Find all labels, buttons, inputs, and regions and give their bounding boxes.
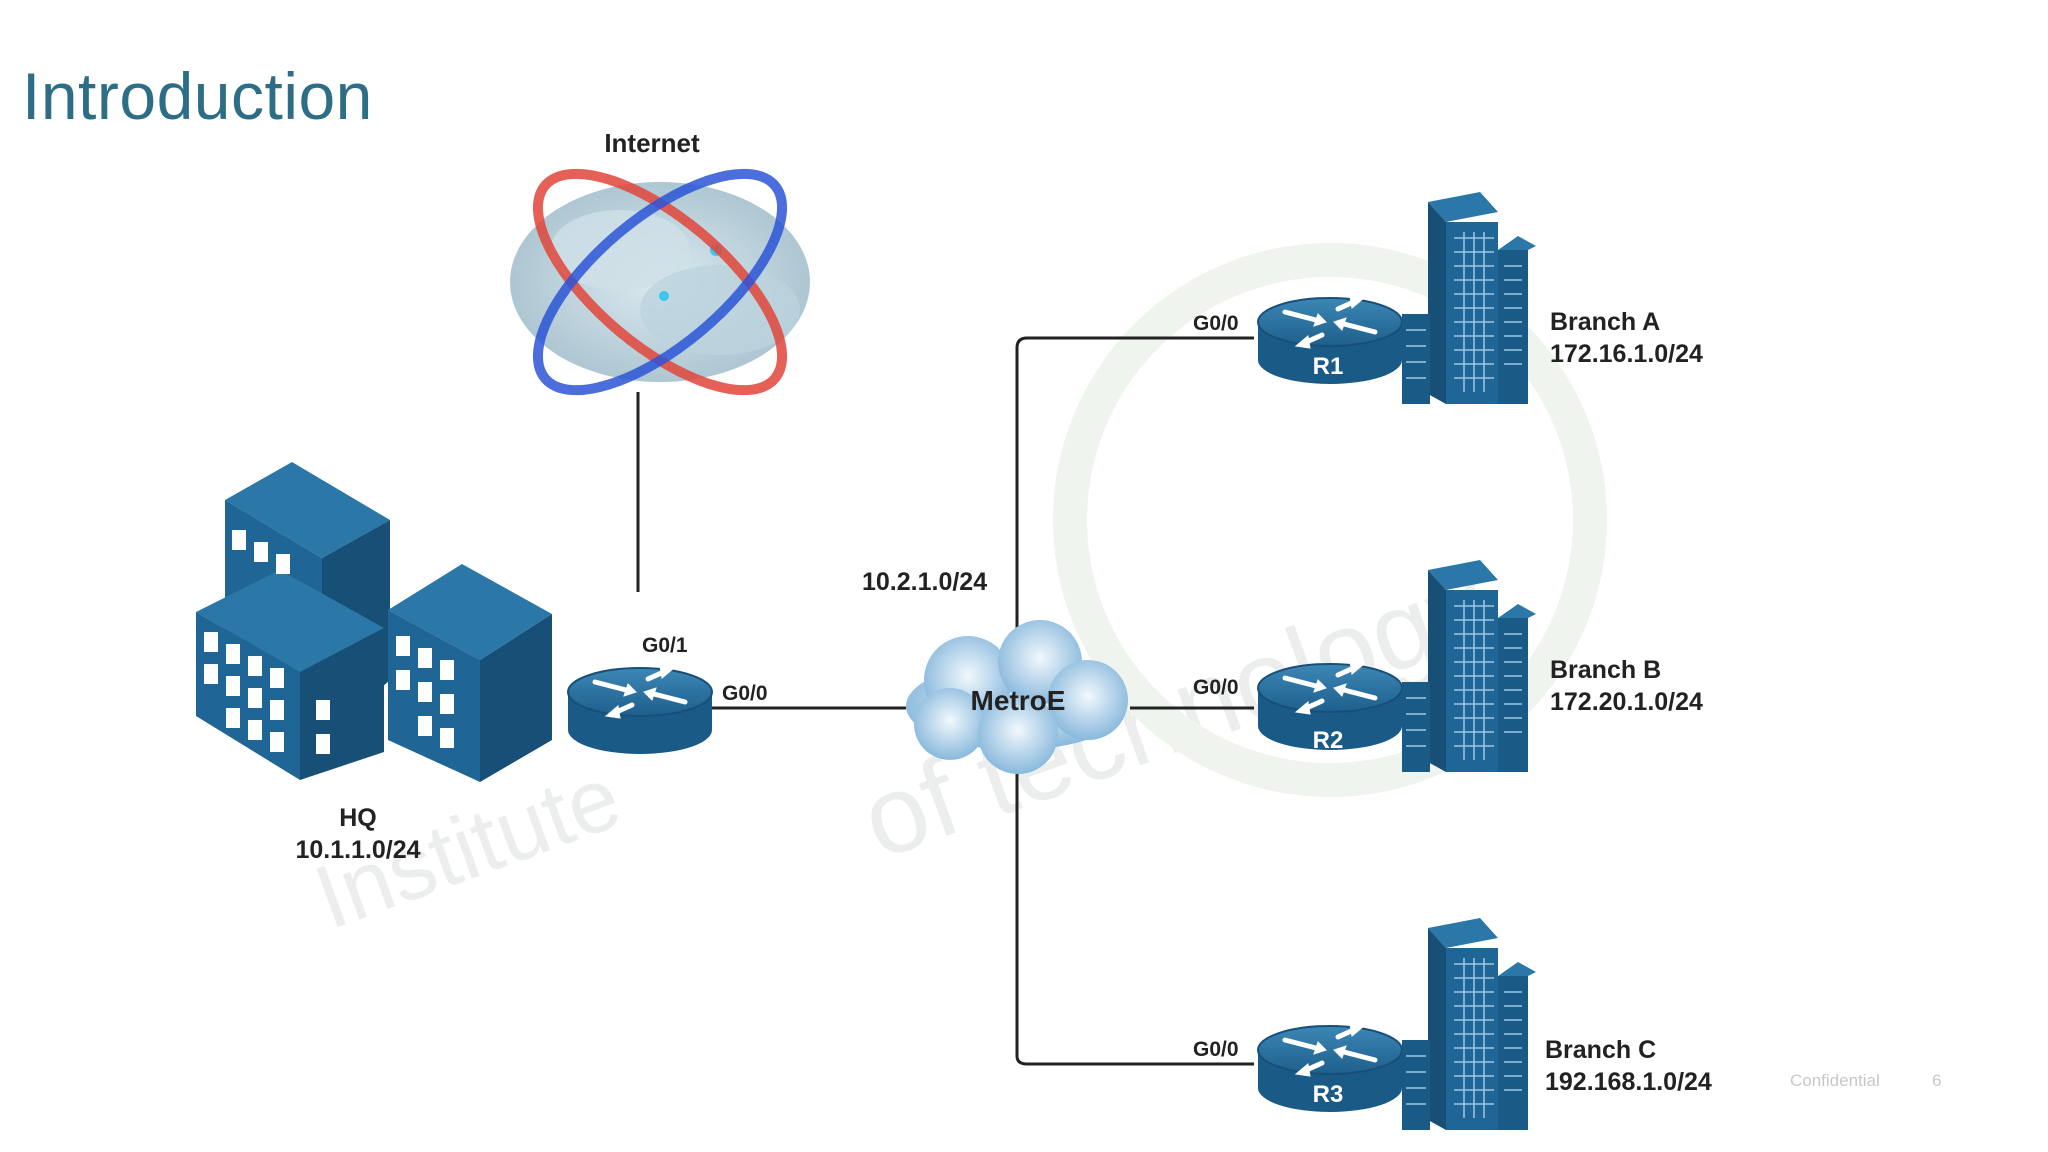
branch-a-building-icon <box>1401 191 1537 405</box>
hq-router-icon <box>568 666 712 754</box>
metro-cloud-icon <box>906 620 1128 774</box>
link-metro-r3 <box>1015 774 1254 1066</box>
hq-interface-g01: G0/1 <box>642 634 688 657</box>
branch-c: G0/0 R3 Branch C 192.168.1.0/24 <box>1193 917 1712 1131</box>
hq-subnet: 10.1.1.0/24 <box>295 836 420 864</box>
branch-a-subnet: 172.16.1.0/24 <box>1550 340 1703 368</box>
connection-lines <box>636 336 1254 1066</box>
r2-interface: G0/0 <box>1193 676 1239 699</box>
branch-b-name: Branch B <box>1550 656 1661 684</box>
branch-a: G0/0 R1 Branch A 172.16.1.0/24 <box>1193 191 1703 405</box>
internet-label: Internet <box>604 128 700 158</box>
branch-c-building-icon <box>1401 917 1537 1131</box>
branch-a-name: Branch A <box>1550 308 1660 336</box>
branch-c-name: Branch C <box>1545 1036 1656 1064</box>
branch-c-subnet: 192.168.1.0/24 <box>1545 1068 1712 1096</box>
footer-page-number: 6 <box>1932 1071 1941 1090</box>
slide-title: Introduction <box>22 59 373 133</box>
r1-interface: G0/0 <box>1193 312 1239 335</box>
link-metro-r1 <box>1015 336 1254 630</box>
branch-b-subnet: 172.20.1.0/24 <box>1550 688 1703 716</box>
branch-b: G0/0 R2 Branch B 172.20.1.0/24 <box>1193 559 1703 773</box>
internet-cloud-icon <box>510 168 810 396</box>
r1-label: R1 <box>1313 353 1344 380</box>
metro-subnet: 10.2.1.0/24 <box>862 568 987 596</box>
footer-confidential: Confidential <box>1790 1071 1880 1090</box>
r3-label: R3 <box>1313 1081 1344 1108</box>
hq-building-icon <box>196 462 552 782</box>
metro-label: MetroE <box>971 685 1066 716</box>
hq-interface-g00: G0/0 <box>722 682 768 705</box>
hq-name: HQ <box>339 804 377 832</box>
r2-label: R2 <box>1313 727 1344 754</box>
r3-interface: G0/0 <box>1193 1038 1239 1061</box>
